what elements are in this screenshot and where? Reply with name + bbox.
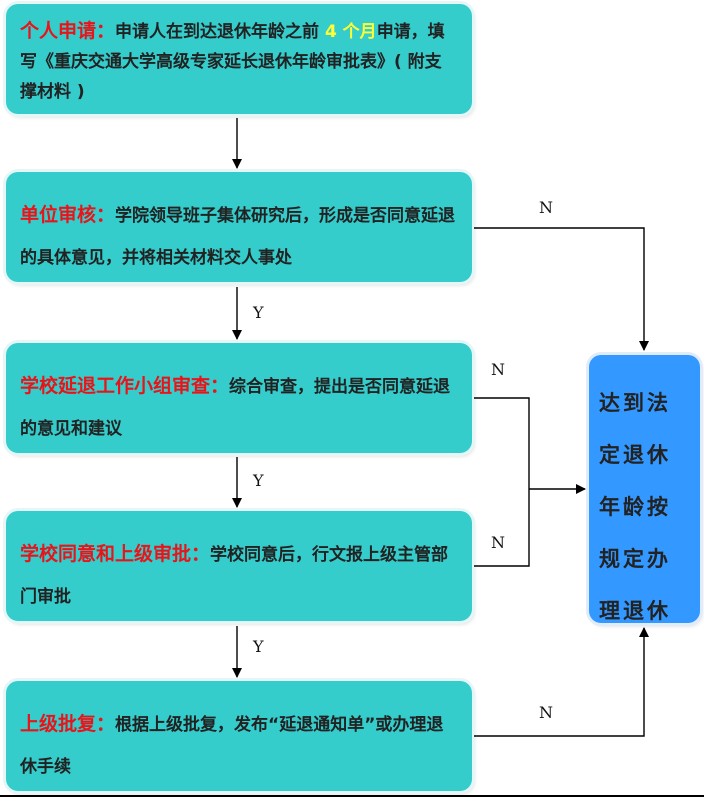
step-text: 根据上级批复，发布“延退通知单”或办理退休手续 <box>20 715 444 777</box>
step-unit-review: 单位审核：学院领导班子集体研究后，形成是否同意延退的具体意见，并将相关材料交人事… <box>6 172 472 282</box>
step-text: 学院领导班子集体研究后，形成是否同意延退的具体意见，并将相关材料交人事处 <box>20 206 456 268</box>
step-school-group-review: 学校延退工作小组审查：综合审查，提出是否同意延退的意见和建议 <box>6 343 472 453</box>
step-heading: 学校同意和上级审批： <box>20 543 211 565</box>
step-superior-reply: 上级批复：根据上级批复，发布“延退通知单”或办理退休手续 <box>6 681 472 791</box>
step-text: 申请人在到达退休年龄之前 <box>115 22 325 42</box>
label-yes: Y <box>252 637 264 656</box>
arrow-step2-no-to-outcome <box>474 227 649 351</box>
label-yes: Y <box>252 303 264 322</box>
outcome-text: 达到法定退休年龄按规定办理退休 <box>599 391 671 623</box>
step-heading: 学校延退工作小组审查： <box>20 375 230 397</box>
label-no: N <box>491 533 505 552</box>
arrow-step5-no-to-outcome <box>474 627 649 737</box>
label-yes: Y <box>252 471 264 490</box>
label-no: N <box>539 703 553 722</box>
step-text: 综合审查，提出是否同意延退的意见和建议 <box>20 377 451 439</box>
step-highlight: 4 个月 <box>324 22 377 42</box>
label-no: N <box>491 360 505 379</box>
step-text: 申请，填写《重庆交通大学高级专家延长退休年龄审批表》( 附支撑材料 ) <box>20 22 445 102</box>
step-text: 学校同意后，行文报上级主管部门审批 <box>20 545 449 607</box>
label-no: N <box>539 198 553 217</box>
outcome-retire-box: 达到法定退休年龄按规定办理退休 <box>589 355 700 623</box>
step-personal-application: 个人申请：申请人在到达退休年龄之前 4 个月申请，填写《重庆交通大学高级专家延长… <box>6 4 472 114</box>
bottom-border <box>0 795 704 797</box>
step-heading: 上级批复： <box>20 713 116 735</box>
line-step3-no <box>474 397 530 567</box>
step-school-approval: 学校同意和上级审批：学校同意后，行文报上级主管部门审批 <box>6 511 472 621</box>
step-heading: 单位审核： <box>20 204 116 226</box>
step-heading: 个人申请： <box>20 20 116 42</box>
